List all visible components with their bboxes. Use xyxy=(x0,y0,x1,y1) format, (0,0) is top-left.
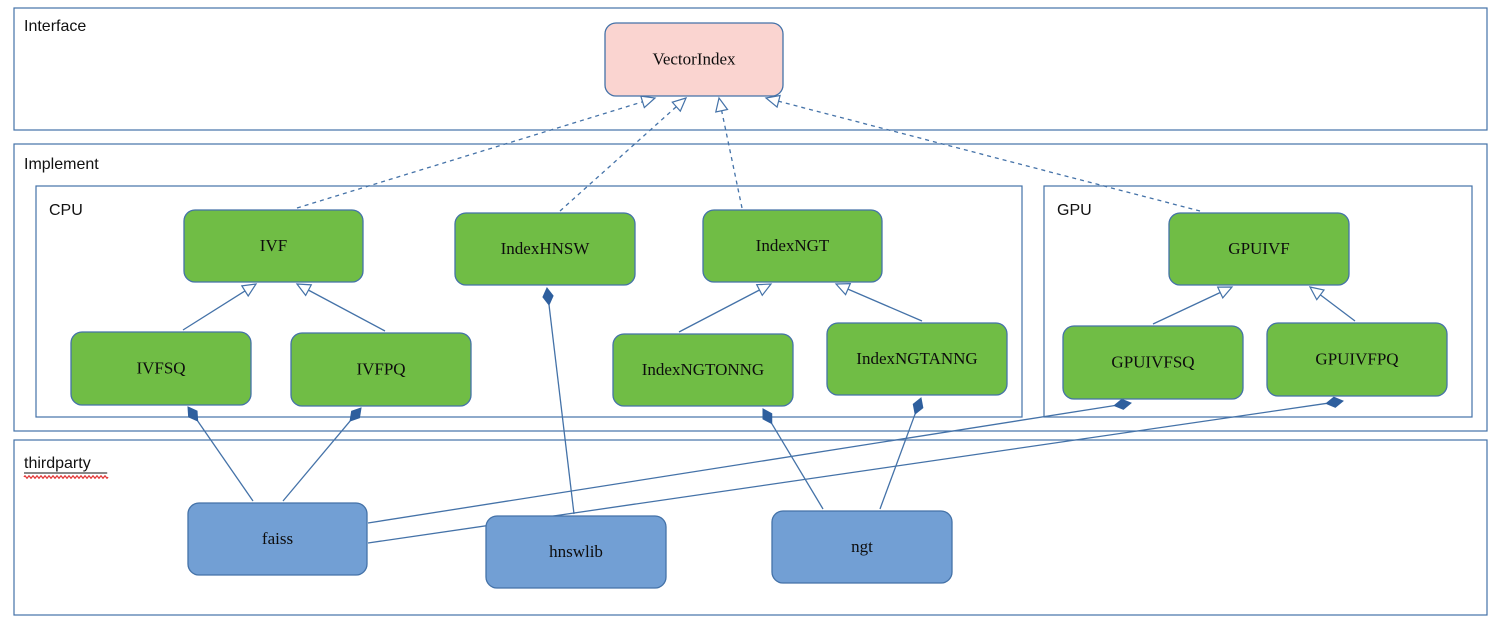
edge-gpuivfpq-gpuivf xyxy=(1308,286,1356,322)
generalization-arrowhead-icon xyxy=(715,96,729,113)
group-label-thirdparty: thirdparty xyxy=(24,455,91,472)
generalization-arrowhead-icon xyxy=(671,97,688,113)
node-label-gpuivfsq: GPUIVFSQ xyxy=(1111,352,1194,371)
generalization-arrowhead-icon xyxy=(240,283,258,298)
edge-indexngt-vectorindex xyxy=(715,96,743,209)
node-shape[interactable] xyxy=(1266,322,1448,397)
node-gpuivfpq[interactable]: GPUIVFPQ xyxy=(1266,322,1448,397)
node-shape[interactable] xyxy=(70,331,252,406)
edge-line xyxy=(548,304,575,515)
node-shape[interactable] xyxy=(604,22,784,97)
node-label-indexngtanng: IndexNGTANNG xyxy=(856,349,977,368)
edge-ivfsq-ivf xyxy=(182,283,258,331)
generalization-arrowhead-icon xyxy=(755,283,773,297)
node-label-indexhnsw: IndexHNSW xyxy=(501,239,591,258)
spellcheck-squiggle-icon xyxy=(23,475,109,479)
edge-line xyxy=(282,420,351,502)
node-label-ivf: IVF xyxy=(260,236,287,255)
generalization-arrowhead-icon xyxy=(639,95,657,109)
node-indexngt[interactable]: IndexNGT xyxy=(702,209,883,283)
node-label-ivfpq: IVFPQ xyxy=(356,359,405,378)
node-shape[interactable] xyxy=(183,209,364,283)
edge-line xyxy=(879,413,916,510)
node-shape[interactable] xyxy=(485,515,667,589)
node-label-hnswlib: hnswlib xyxy=(549,542,603,561)
edge-line xyxy=(559,106,677,212)
composition-diamond-icon xyxy=(1113,398,1132,410)
composition-diamond-icon xyxy=(187,406,199,422)
generalization-arrowhead-icon xyxy=(834,283,852,296)
node-shape[interactable] xyxy=(702,209,883,283)
node-shape[interactable] xyxy=(454,212,636,286)
node-label-ngt: ngt xyxy=(851,537,873,556)
composition-diamond-icon xyxy=(1325,396,1344,408)
edge-line xyxy=(367,404,1115,524)
node-hnswlib[interactable]: hnswlib xyxy=(485,515,667,589)
generalization-arrowhead-icon xyxy=(1216,286,1234,300)
edge-line xyxy=(197,420,254,502)
node-shape[interactable] xyxy=(826,322,1008,396)
node-ivf[interactable]: IVF xyxy=(183,209,364,283)
edge-line xyxy=(678,289,760,333)
node-ivfpq[interactable]: IVFPQ xyxy=(290,332,472,407)
node-label-gpuivfpq: GPUIVFPQ xyxy=(1315,349,1398,368)
edge-line xyxy=(778,100,1201,212)
node-shape[interactable] xyxy=(1168,212,1350,286)
edge-hnswlib-indexhnsw xyxy=(542,287,575,515)
generalization-arrowhead-icon xyxy=(764,94,781,109)
composition-diamond-icon xyxy=(912,397,924,415)
group-label-implement: Implement xyxy=(24,156,99,173)
generalization-arrowhead-icon xyxy=(295,283,313,297)
node-shape[interactable] xyxy=(612,333,794,407)
node-label-indexngtonng: IndexNGTONNG xyxy=(642,360,764,379)
edge-line xyxy=(1152,291,1221,325)
edge-indexngtonng-indexngt xyxy=(678,283,773,333)
node-faiss[interactable]: faiss xyxy=(187,502,368,576)
edge-ivfpq-ivf xyxy=(295,283,386,332)
edge-gpuivf-vectorindex xyxy=(764,94,1201,212)
node-label-faiss: faiss xyxy=(262,529,293,548)
edge-line xyxy=(771,423,824,510)
edge-gpuivfsq-gpuivf xyxy=(1152,286,1234,325)
group-label-interface: Interface xyxy=(24,18,86,35)
composition-diamond-icon xyxy=(542,287,554,306)
composition-diamond-icon xyxy=(762,408,773,425)
node-shape[interactable] xyxy=(771,510,953,584)
node-shape[interactable] xyxy=(1062,325,1244,400)
edge-ngt-indexngtonng xyxy=(762,408,824,510)
node-gpuivfsq[interactable]: GPUIVFSQ xyxy=(1062,325,1244,400)
edge-ngt-indexngtanng xyxy=(879,397,924,510)
group-label-cpu: CPU xyxy=(49,202,83,219)
edge-faiss-ivfpq xyxy=(282,407,362,502)
edge-line xyxy=(847,288,923,322)
edge-line xyxy=(721,110,743,209)
composition-diamond-icon xyxy=(349,407,362,422)
node-label-indexngt: IndexNGT xyxy=(756,236,830,255)
node-shape[interactable] xyxy=(290,332,472,407)
node-indexhnsw[interactable]: IndexHNSW xyxy=(454,212,636,286)
node-ngt[interactable]: ngt xyxy=(771,510,953,584)
edge-indexhnsw-vectorindex xyxy=(559,97,688,212)
edge-faiss-ivfsq xyxy=(187,406,254,502)
edge-ivf-vectorindex xyxy=(296,95,657,209)
generalization-arrowhead-icon xyxy=(1308,286,1326,301)
node-indexngtanng[interactable]: IndexNGTANNG xyxy=(826,322,1008,396)
edge-indexngtanng-indexngt xyxy=(834,283,923,322)
edge-line xyxy=(1319,294,1356,322)
group-label-gpu: GPU xyxy=(1057,202,1092,219)
node-indexngtonng[interactable]: IndexNGTONNG xyxy=(612,333,794,407)
node-label-ivfsq: IVFSQ xyxy=(136,358,185,377)
edge-faiss-gpuivfsq xyxy=(367,398,1132,524)
node-gpuivf[interactable]: GPUIVF xyxy=(1168,212,1350,286)
node-vectorindex[interactable]: VectorIndex xyxy=(604,22,784,97)
edge-line xyxy=(308,289,386,332)
node-ivfsq[interactable]: IVFSQ xyxy=(70,331,252,406)
node-shape[interactable] xyxy=(187,502,368,576)
edge-line xyxy=(182,290,246,331)
node-label-gpuivf: GPUIVF xyxy=(1228,239,1289,258)
node-label-vectorindex: VectorIndex xyxy=(652,49,736,68)
